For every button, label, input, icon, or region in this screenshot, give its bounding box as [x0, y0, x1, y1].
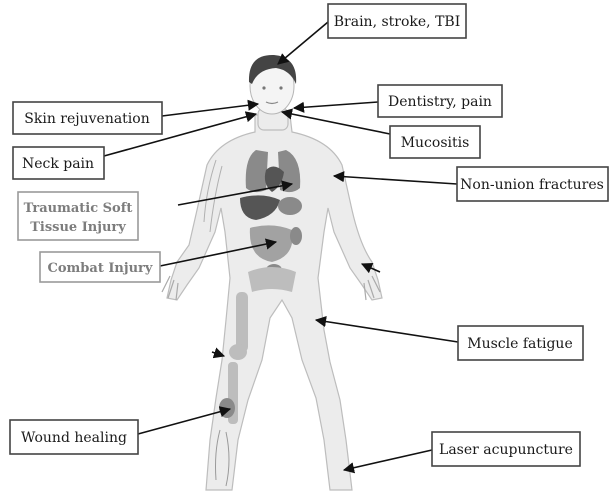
- arrow-muscle: [316, 320, 458, 342]
- label-traumatic: Traumatic Soft Tissue Injury: [18, 192, 138, 240]
- knee-cap: [229, 344, 247, 360]
- label-text-fractures: Non-union fractures: [460, 177, 604, 193]
- label-mucositis: Mucositis: [390, 126, 480, 158]
- label-text-dentistry: Dentistry, pain: [388, 94, 492, 110]
- arrow-fractures: [334, 176, 457, 184]
- stomach: [278, 197, 302, 215]
- arrow-acupuncture: [344, 450, 432, 470]
- label-text-skin: Skin rejuvenation: [24, 111, 149, 127]
- label-text-acupuncture: Laser acupuncture: [439, 442, 573, 458]
- left-eye: [262, 86, 265, 89]
- label-text-combat: Combat Injury: [48, 261, 153, 276]
- human-figure: [162, 55, 382, 490]
- arrow-dentistry: [294, 102, 378, 108]
- label-text-muscle: Muscle fatigue: [467, 336, 573, 352]
- label-dentistry: Dentistry, pain: [378, 85, 502, 117]
- label-text-brain: Brain, stroke, TBI: [334, 14, 460, 30]
- label-neck: Neck pain: [13, 147, 104, 179]
- arrow-brain: [278, 22, 328, 64]
- label-acupuncture: Laser acupuncture: [432, 432, 580, 466]
- label-muscle: Muscle fatigue: [458, 326, 583, 360]
- label-text-wound: Wound healing: [21, 430, 127, 446]
- label-text-mucositis: Mucositis: [401, 135, 470, 151]
- label-skin: Skin rejuvenation: [13, 102, 162, 134]
- label-text-traumatic-line2: Tissue Injury: [30, 220, 126, 235]
- arrow-skin: [162, 104, 258, 116]
- pelvis: [248, 267, 296, 292]
- label-wound: Wound healing: [10, 420, 138, 454]
- label-text-traumatic-line1: Traumatic Soft: [24, 201, 133, 216]
- label-brain: Brain, stroke, TBI: [328, 4, 466, 38]
- calf-muscle: [219, 398, 235, 418]
- label-combat: Combat Injury: [40, 252, 160, 282]
- femur: [236, 292, 248, 352]
- label-text-neck: Neck pain: [22, 156, 94, 172]
- label-fractures: Non-union fractures: [457, 167, 608, 201]
- right-eye: [279, 86, 282, 89]
- arrow-mucositis: [282, 112, 390, 134]
